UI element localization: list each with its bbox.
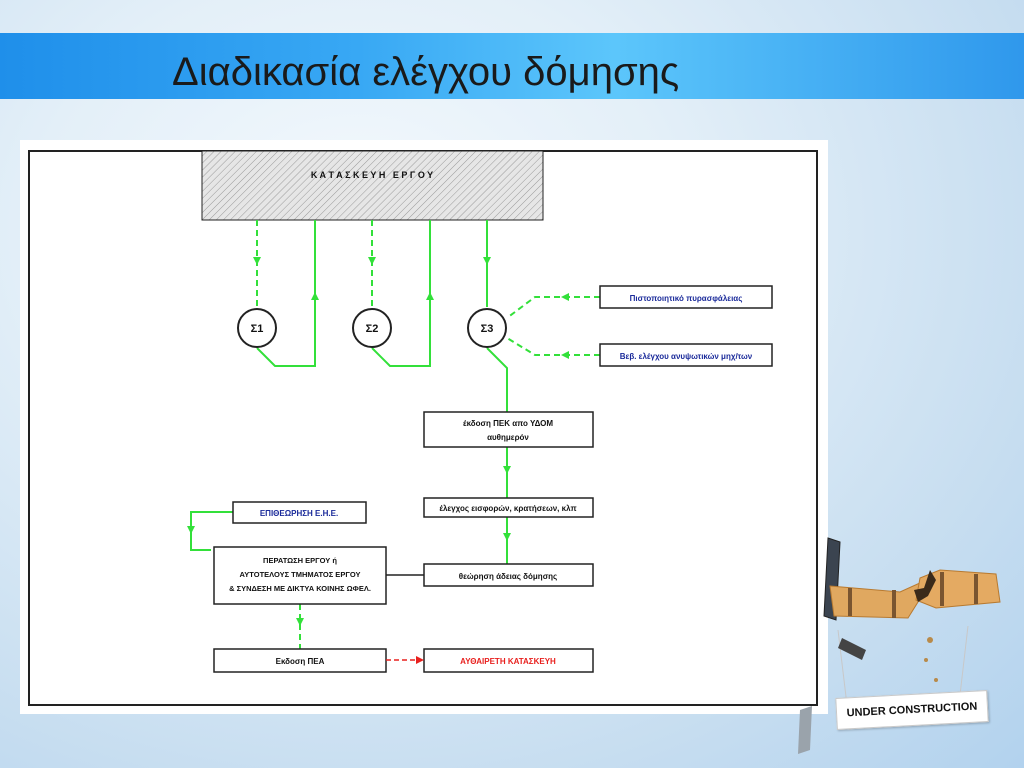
cert-fire-box — [599, 285, 773, 309]
flow-inspection-to-completion — [190, 511, 233, 551]
illegal-construction-label: ΑΥΘΑΙΡΕΤΗ ΚΑΤΑΣΚΕΥΗ — [460, 657, 556, 666]
inspection-label: ΕΠΙΘΕΩΡΗΣΗ Ε.Η.Ε. — [260, 509, 338, 518]
flow-cert-fire — [506, 296, 600, 319]
node-s1-label: Σ1 — [251, 323, 264, 335]
completion-label-line3: & ΣΥΝΔΕΣΗ ΜΕ ΔΙΚΤΥΑ ΚΟΙΝΗΣ ΩΦΕΛ. — [229, 584, 371, 593]
badge-text: UNDER CONSTRUCTION — [846, 700, 978, 720]
completion-label-line2: ΑΥΤΟΤΕΛΟΥΣ ΤΜΗΜΑΤΟΣ ΕΡΓΟΥ — [240, 570, 361, 579]
pea-issue-label: Εκδοση ΠΕΑ — [276, 657, 325, 666]
node-s2-label: Σ2 — [366, 323, 379, 335]
node-s3-label: Σ3 — [481, 323, 494, 335]
inspection-box — [232, 501, 367, 524]
cert-lift-box — [599, 343, 773, 367]
pea-to-illegal-arrowhead — [416, 656, 424, 664]
slide-title: Διαδικασία ελέγχου δόμησης — [172, 50, 680, 94]
pek-label-line1: έκδοση ΠΕΚ απο ΥΔΟΜ — [463, 419, 553, 428]
permit-review-label: θεώρηση άδειας δόμησης — [459, 572, 557, 581]
contrib-check-label: έλεγχος εισφορών, κρατήσεων, κλπ — [439, 504, 576, 513]
flow-arrowheads — [187, 257, 569, 626]
flow-cert-lift — [506, 337, 600, 356]
construction-label: Κ Α Τ Α Σ Κ Ε Υ Η Ε Ρ Γ Ο Υ — [311, 170, 433, 180]
diagram-frame — [28, 150, 818, 706]
flow-s3-to-pek — [486, 347, 508, 412]
diagram-panel: Κ Α Τ Α Σ Κ Ε Υ Η Ε Ρ Γ Ο Υ — [20, 140, 828, 714]
completion-box — [213, 546, 387, 605]
cert-fire-label: Πιστοποιητικό πυρασφάλειας — [630, 294, 743, 303]
contrib-check-box — [423, 497, 594, 518]
node-s2 — [352, 308, 392, 348]
cert-lift-label: Βεβ. ελέγχου ανυψωτικών μηχ/των — [620, 352, 753, 361]
completion-label-line1: ΠΕΡΑΤΩΣΗ ΕΡΓΟΥ ή — [263, 556, 337, 565]
construction-box — [201, 150, 544, 221]
broken-plank-illustration — [798, 537, 1001, 754]
flow-diagram: Κ Α Τ Α Σ Κ Ε Υ Η Ε Ρ Γ Ο Υ — [28, 150, 818, 706]
illegal-construction-box — [423, 648, 594, 673]
pek-label-line2: αυθημερόν — [487, 433, 529, 442]
title-bar — [0, 33, 1024, 99]
node-s1 — [237, 308, 277, 348]
pek-box — [423, 411, 594, 448]
node-s3 — [467, 308, 507, 348]
